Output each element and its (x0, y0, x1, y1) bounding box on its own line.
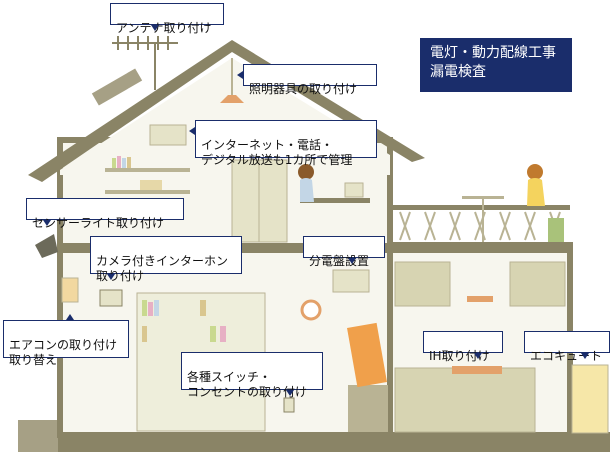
callout-sensor-light-text: センサーライト取り付け (32, 216, 165, 230)
callout-ecocute: エコキュート (524, 331, 610, 363)
callout-distribution-board-text: 分電盤設置 (309, 254, 370, 268)
main-title: 電灯・動力配線工事 漏電検査 (420, 38, 572, 92)
callout-internet-text: インターネット・電話・ デジタル放送も1カ所で管理 (201, 138, 353, 167)
callout-ih: IH取り付け (423, 331, 503, 363)
wall-clock (300, 299, 322, 321)
main-title-line1: 電灯・動力配線工事 (430, 45, 556, 61)
callout-ecocute-text: エコキュート (530, 349, 603, 363)
upper-books (112, 156, 162, 190)
callout-aircon: エアコンの取り付け 取り替え (3, 314, 129, 367)
balcony-floor (390, 243, 572, 253)
tv-stand (348, 385, 388, 432)
person-balcony-body (527, 178, 545, 206)
desk (300, 198, 370, 203)
upper-shelf-2 (105, 190, 190, 194)
ih-cooktop (452, 366, 502, 374)
main-roof (28, 40, 425, 182)
balcony-rail-top (392, 205, 570, 210)
steps (18, 420, 58, 452)
kitchen-upper-cabinet-right (509, 261, 566, 307)
callout-internet: インターネット・電話・ デジタル放送も1カ所で管理 (189, 120, 377, 167)
range-hood (467, 296, 493, 302)
callout-distribution-board: 分電盤設置 (303, 236, 385, 268)
person-balcony-head (527, 164, 543, 180)
multimedia-panel (149, 124, 187, 146)
callout-switches: 各種スイッチ・ コンセントの取り付け (181, 352, 323, 399)
callout-aircon-text: エアコンの取り付け 取り替え (9, 338, 118, 367)
lower-books (142, 300, 226, 342)
callout-lighting: 照明器具の取り付け (237, 64, 377, 96)
person-desk-head (298, 164, 314, 180)
balcony-railing (399, 211, 561, 241)
ecocute-unit (571, 364, 609, 434)
callout-switches-text: 各種スイッチ・ コンセントの取り付け (187, 370, 308, 399)
switch-plate (283, 397, 295, 413)
laptop (344, 182, 364, 198)
callout-antenna-text: アンテナ取り付け (116, 21, 212, 35)
callout-ih-text: IH取り付け (429, 349, 490, 363)
main-title-line2: 漏電検査 (430, 64, 486, 80)
aircon-unit (61, 277, 79, 303)
callout-antenna: アンテナ取り付け (110, 3, 224, 35)
balcony-table (462, 196, 504, 199)
distribution-board-box (332, 269, 370, 293)
callout-sensor-light: センサーライト取り付け (26, 198, 184, 230)
person-desk-body (300, 178, 314, 202)
kitchen-upper-cabinet-left (394, 261, 451, 307)
pendant-light (220, 95, 244, 103)
callout-camera-intercom: カメラ付きインターホン 取り付け (90, 236, 242, 283)
kitchen-lower-cabinets (394, 367, 536, 433)
upper-shelf (105, 168, 190, 172)
plant (548, 218, 564, 242)
callout-lighting-text: 照明器具の取り付け (249, 82, 358, 96)
sensor-light-lamp (35, 234, 58, 258)
intercom-unit (99, 289, 123, 307)
antenna (112, 36, 178, 90)
screen-orange (347, 322, 387, 388)
solar-panel (91, 68, 143, 106)
